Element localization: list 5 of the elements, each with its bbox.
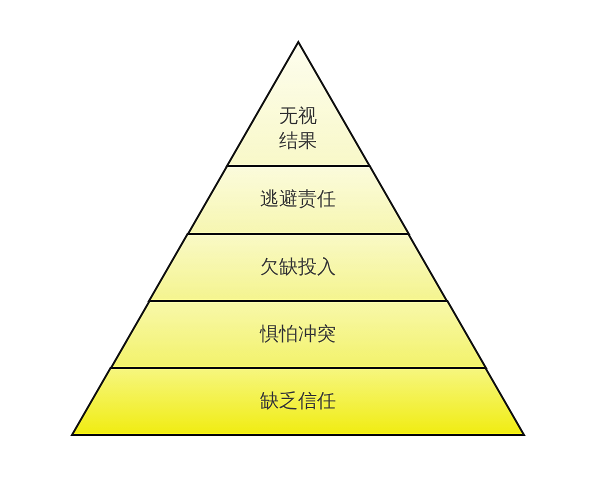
level-label: 惧怕冲突 [260,322,336,346]
level-label: 逃避责任 [260,187,336,212]
level-label: 欠缺投入 [260,254,336,280]
level-label: 缺乏信任 [260,388,336,414]
level-label: 无视结果 [278,104,318,154]
